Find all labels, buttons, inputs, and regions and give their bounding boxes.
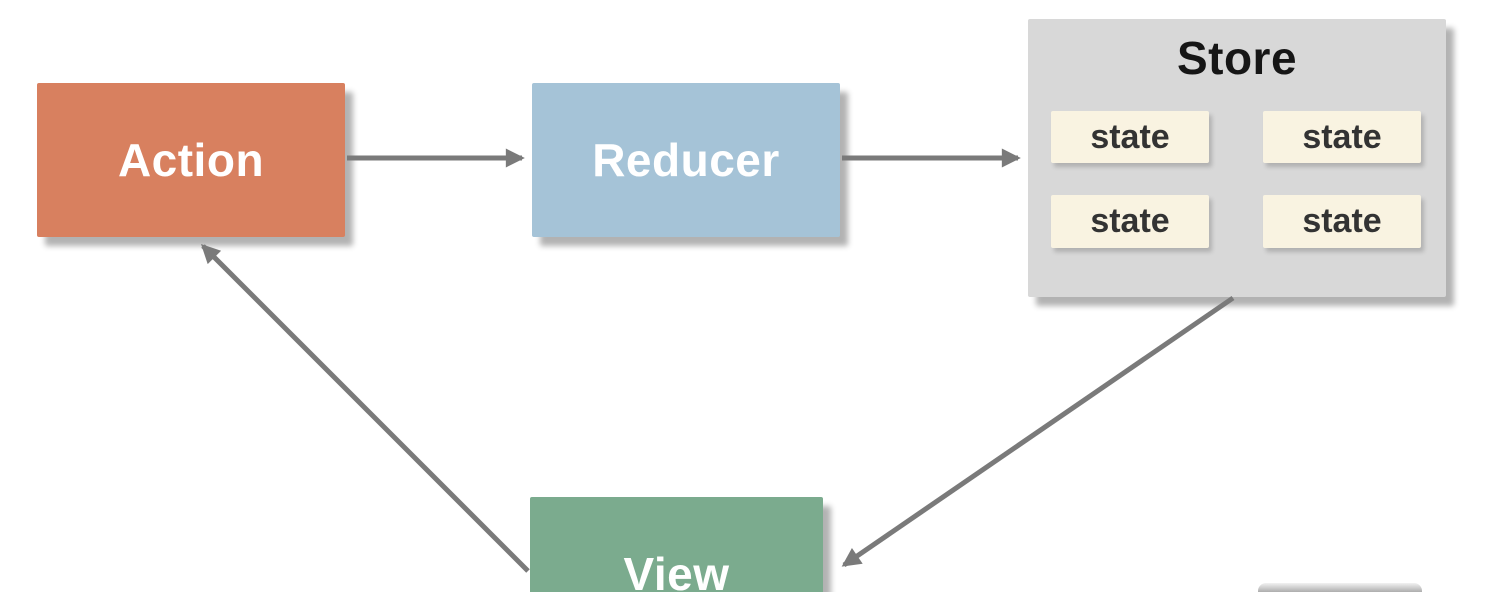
reducer-node: Reducer	[532, 83, 840, 237]
state-box: state	[1263, 111, 1421, 163]
view-node: View	[530, 497, 823, 592]
state-box: state	[1263, 195, 1421, 248]
action-label: Action	[117, 134, 265, 186]
action-node: Action	[37, 83, 345, 237]
store-title: Store	[1176, 32, 1298, 84]
arrow-view-to-action	[200, 243, 530, 573]
partial-box-bottom-right	[1258, 583, 1422, 592]
reducer-label: Reducer	[592, 134, 780, 186]
arrow-store-to-view	[841, 295, 1235, 568]
store-node: Store state state state state	[1028, 19, 1446, 297]
state-box: state	[1051, 111, 1209, 163]
view-label: View	[623, 548, 730, 592]
state-box: state	[1051, 195, 1209, 248]
